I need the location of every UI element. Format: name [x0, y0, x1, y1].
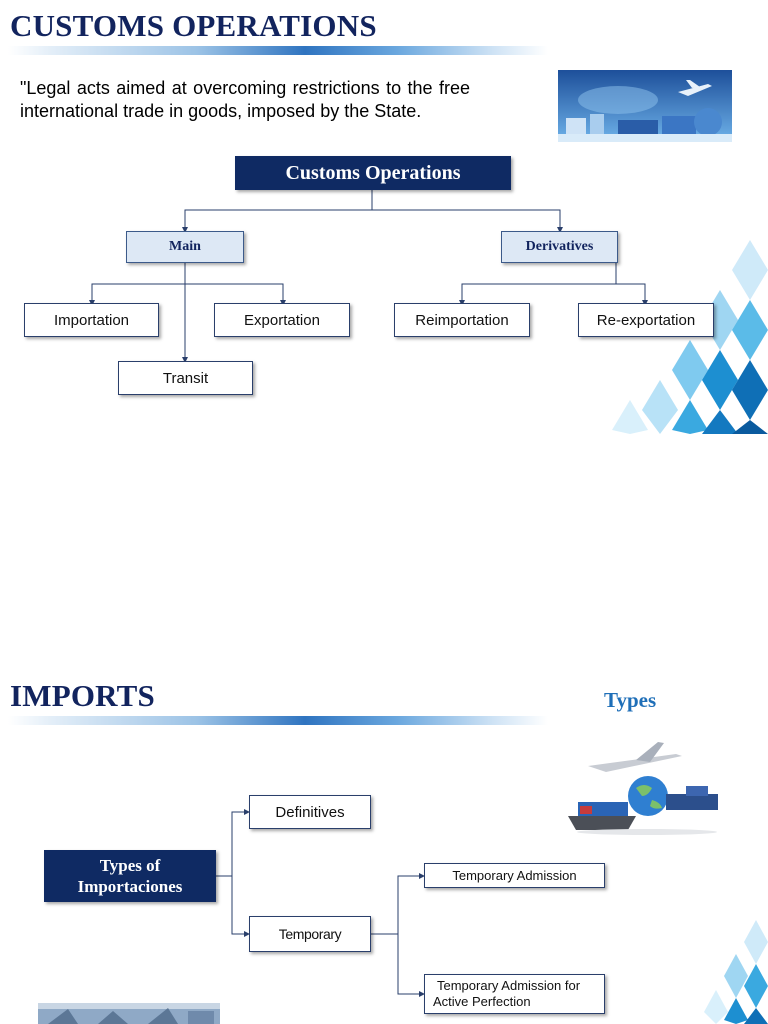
exportation-box: Exportation [214, 303, 350, 337]
temporary-admission-active-perfection-box: Temporary Admission for Active Perfectio… [424, 974, 605, 1014]
active-perfection-line2: Active Perfection [433, 994, 531, 1009]
reexportation-box: Re-exportation [578, 303, 714, 337]
importation-box: Importation [24, 303, 159, 337]
definition-quote: "Legal acts aimed at overcoming restrict… [20, 78, 470, 121]
port-warehouse-image [38, 1003, 220, 1024]
transport-globe-image [566, 736, 728, 836]
temporary-box: Temporary [249, 916, 371, 952]
types-heading: Types [604, 688, 657, 712]
types-of-line: Types of [99, 856, 161, 875]
transit-box: Transit [118, 361, 253, 395]
customs-operations-root-box: Customs Operations [235, 156, 511, 190]
reimportation-box: Reimportation [394, 303, 530, 337]
trade-collage-image [558, 70, 732, 142]
slide1-title: CUSTOMS OPERATIONS [10, 8, 377, 43]
title-underline-bar [8, 46, 548, 55]
importaciones-line: Importaciones [77, 877, 183, 896]
main-category-box: Main [126, 231, 244, 263]
derivatives-category-box: Derivatives [501, 231, 618, 263]
temporary-admission-box: Temporary Admission [424, 863, 605, 888]
decorative-diamond-pattern-2 [704, 920, 768, 1024]
types-of-importaciones-box: Types of Importaciones [44, 850, 216, 902]
active-perfection-line1: Temporary Admission for [437, 978, 581, 993]
slide2-title: IMPORTS [10, 678, 155, 713]
title-underline-bar-2 [8, 716, 548, 725]
definitives-box: Definitives [249, 795, 371, 829]
